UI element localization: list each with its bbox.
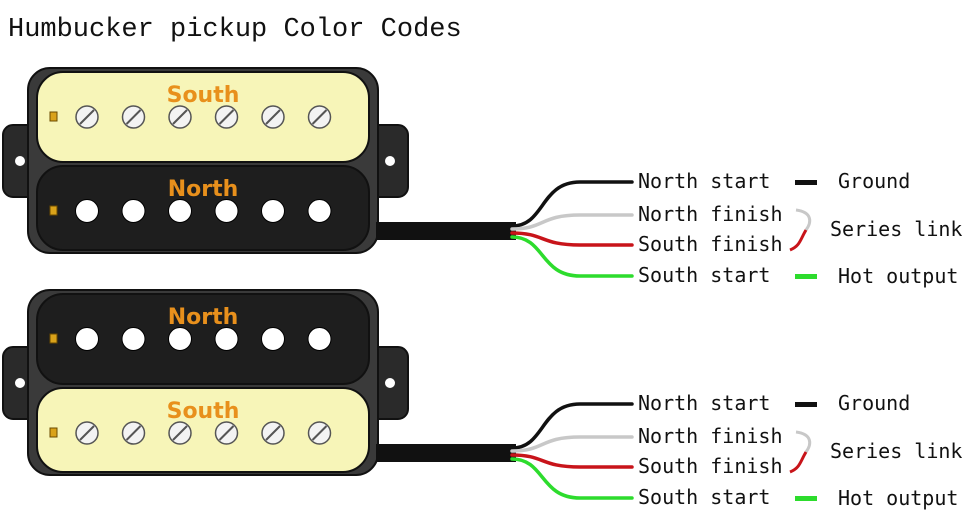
green-wire	[510, 235, 634, 278]
coil-marker	[49, 427, 58, 438]
black-coil-bobbin	[36, 165, 370, 251]
wire-group	[510, 180, 634, 278]
wire-label-north-finish: North finish	[638, 424, 783, 448]
ground-label: Ground	[838, 169, 910, 193]
black-wire	[510, 402, 634, 450]
ground-swatch	[795, 180, 817, 185]
hot-swatch	[795, 274, 817, 279]
series-link-red	[789, 451, 808, 474]
coil-label: North	[168, 305, 239, 330]
mounting-hole-right	[385, 156, 395, 166]
series-link-label: Series link	[830, 217, 962, 241]
black-wire	[510, 180, 634, 228]
pole-slug-icon	[75, 327, 99, 351]
wire-label-south-start: South start	[638, 263, 770, 287]
pole-slug-icon	[75, 199, 99, 223]
coil-label: South	[167, 399, 240, 424]
screw-slot	[311, 425, 328, 441]
pole-slug-icon	[121, 199, 146, 223]
coil-label: North	[168, 177, 239, 202]
ground-label: Ground	[838, 391, 910, 415]
wire-label-north-finish: North finish	[638, 202, 783, 226]
screw-slot	[125, 109, 142, 125]
hot-output-label: Hot output	[838, 264, 958, 288]
series-link-label: Series link	[830, 439, 962, 463]
pole-slug-icon	[168, 327, 192, 351]
mounting-hole-left	[15, 378, 25, 388]
coil-marker	[49, 205, 58, 216]
wire-label-north-start: North start	[638, 169, 770, 193]
coil-marker	[49, 111, 58, 122]
pole-slug-icon	[307, 327, 332, 351]
white-wire	[510, 213, 634, 231]
pole-slug-icon	[121, 327, 146, 351]
series-link-white	[795, 208, 812, 231]
cream-coil-bobbin	[36, 387, 370, 473]
hot-swatch	[795, 496, 817, 501]
cream-coil-bobbin	[36, 71, 370, 163]
wire-label-south-start: South start	[638, 485, 770, 509]
screw-slot	[172, 425, 188, 441]
wire-label-south-finish: South finish	[638, 232, 783, 256]
screw-slot	[125, 425, 142, 441]
ground-swatch	[795, 402, 817, 407]
black-coil-bobbin	[36, 293, 370, 385]
screw-slot	[265, 425, 281, 441]
coil-marker	[49, 333, 58, 344]
screw-slot	[311, 109, 328, 125]
pole-slug-icon	[307, 199, 332, 223]
screw-slot	[265, 109, 281, 125]
red-wire	[510, 231, 634, 247]
pickup-cable	[376, 444, 516, 462]
series-link-white	[795, 430, 812, 453]
mounting-hole-right	[385, 378, 395, 388]
pole-slug-icon	[214, 327, 239, 351]
screw-slot	[218, 109, 235, 125]
pole-slug-icon	[261, 199, 285, 223]
pickup-cable	[376, 222, 516, 240]
wire-label-south-finish: South finish	[638, 454, 783, 478]
series-link-red	[789, 229, 808, 252]
pole-slug-icon	[261, 327, 285, 351]
screw-slot	[79, 109, 95, 125]
screw-slot	[172, 109, 188, 125]
wire-group	[510, 402, 634, 500]
wire-label-north-start: North start	[638, 391, 770, 415]
hot-output-label: Hot output	[838, 486, 958, 510]
page-title: Humbucker pickup Color Codes	[8, 15, 462, 45]
red-wire	[510, 453, 634, 469]
white-wire	[510, 435, 634, 453]
screw-slot	[79, 425, 95, 441]
mounting-hole-left	[15, 156, 25, 166]
pole-slug-icon	[214, 199, 239, 223]
screw-slot	[218, 425, 235, 441]
green-wire	[510, 457, 634, 500]
pole-slug-icon	[168, 199, 192, 223]
coil-label: South	[167, 83, 240, 108]
